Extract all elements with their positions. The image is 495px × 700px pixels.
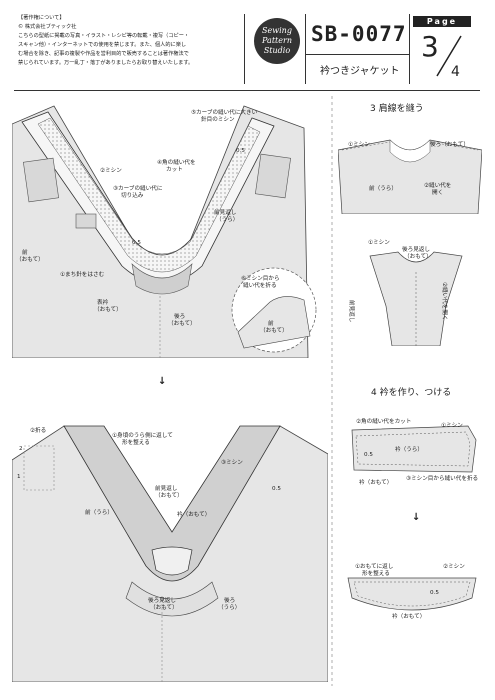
label-back: 後ろ（おもて） — [430, 142, 469, 148]
label-zoom-front: （おもて） — [260, 328, 288, 334]
page-indicator: Page 3 4 — [413, 16, 471, 82]
label-seam-allowance: 0.5 — [272, 486, 281, 492]
label-corner-cut: ②角の縫い代をカット — [356, 419, 412, 425]
label-back: （おもて） — [168, 321, 196, 327]
label-curve-seam: ⑤カーブの縫い代に大きい — [191, 110, 258, 116]
page-slash-icon — [436, 35, 462, 77]
label-curve-seam: 針目のミシン — [201, 117, 235, 123]
product-name: 衿つきジャケット — [320, 66, 400, 77]
label-sewing: ②ミシン — [443, 564, 465, 570]
label-sewing: ③ミシン — [221, 460, 243, 466]
header-rule — [305, 54, 409, 55]
down-arrow-icon: ↓ — [412, 512, 421, 523]
label-seam-allowance: 0.5 — [236, 148, 245, 154]
label-top-collar: 表衿 — [97, 300, 109, 306]
label-turn: ①おもてに返し — [355, 564, 394, 570]
shoulder-seam-diagram — [338, 139, 482, 214]
label-sewing: ①ミシン — [348, 142, 370, 148]
label-turn: 形を整える — [122, 440, 150, 446]
label-front-facing: 前見返し — [155, 486, 178, 492]
logo-line: Pattern — [262, 36, 292, 45]
copyright-title: 【著作権について】 — [18, 15, 65, 21]
section-title: 3 肩線を縫う — [370, 104, 424, 114]
label-curve-notch: 切り込み — [121, 193, 144, 199]
label-sewing: ②ミシン — [100, 168, 122, 174]
logo-line: Sewing — [262, 26, 292, 35]
label-front-inside: 前（うら） — [85, 510, 113, 516]
label-back: （うら） — [218, 605, 241, 611]
copyright-line: こちらの型紙に掲載の写真・イラスト・レシピ等の転載・複写（コピー・ — [18, 33, 190, 39]
label-fold-seam: 縫い代を折る — [243, 283, 277, 289]
label-back-facing: 後ろ見返し — [148, 598, 176, 604]
label-zoom-front: 前 — [268, 321, 274, 327]
label-pin: ①まち針をはさむ — [60, 272, 105, 278]
label-front-facing: 前見返し — [214, 210, 237, 216]
label-back-facing: 後ろ見返し — [402, 247, 430, 253]
label-seam-allowance: 0.5 — [132, 240, 141, 246]
jacket-finished-diagram — [12, 425, 328, 682]
facing-shoulder-diagram — [369, 251, 463, 346]
brand-logo: Sewing Pattern Studio — [254, 18, 300, 64]
header-bottom-rule — [14, 90, 480, 91]
jacket-facing-diagram — [12, 105, 317, 358]
label-front: （おもて） — [16, 257, 44, 263]
label-open: ②縫い代を — [424, 183, 452, 189]
label-sewing: ①ミシン — [441, 423, 463, 429]
label-sewing: ①ミシン — [368, 240, 390, 246]
page-label: Page — [413, 16, 471, 27]
copyright-line: スキャン他）・インターネットでの使用を禁じます。また、個人的に楽し — [18, 42, 187, 48]
pattern-code: SB-0077 — [311, 22, 407, 46]
label-collar-inside: 衿（うら） — [395, 447, 423, 453]
copyright-line: © 株式会社ブティック社 — [18, 24, 77, 30]
label-fold-seam: ⑥ミシン目から — [241, 276, 280, 282]
header-divider — [409, 14, 410, 84]
page-number: 3 — [421, 30, 439, 63]
label-back: 後ろ — [174, 314, 186, 320]
label-front: 前 — [22, 250, 28, 256]
column-divider — [331, 96, 333, 686]
label-fold: ②折る — [30, 428, 47, 434]
label-dimension: 1 — [17, 474, 21, 480]
collar-finished-diagram — [347, 577, 477, 611]
label-collar: 衿（おもて） — [359, 480, 393, 486]
label-front-facing: （おもて） — [155, 493, 183, 499]
label-open: 開く — [432, 190, 444, 196]
copyright-notice: 【著作権について】 © 株式会社ブティック社 こちらの型紙に掲載の写真・イラスト… — [18, 14, 243, 68]
label-back-facing: （おもて） — [150, 605, 178, 611]
page-total: 4 — [451, 64, 460, 80]
label-open: ②縫い代を開く — [441, 282, 447, 321]
label-back: 後ろ — [224, 598, 236, 604]
logo-line: Studio — [263, 46, 291, 55]
label-corner-cut: ④角の縫い代を — [157, 160, 196, 166]
label-front-inside: 前（うら） — [369, 186, 397, 192]
label-back-facing: （おもて） — [404, 254, 432, 260]
label-front-facing: （うら） — [216, 217, 239, 223]
label-corner-cut: カット — [166, 167, 183, 173]
header-divider — [305, 14, 306, 84]
copyright-line: む場合を除き、記事の複製や作品を営利目的で販売することは著作権法で — [18, 51, 189, 57]
label-turn: ①身頃のうら側に返して — [112, 433, 173, 439]
label-fold-seam: ③ミシン目から縫い代を折る — [406, 476, 479, 482]
label-front-facing: 前見返し — [348, 300, 354, 323]
label-turn: 形を整える — [362, 571, 390, 577]
label-collar: 衿（おもて） — [177, 512, 211, 518]
label-seam-allowance: 0.5 — [364, 452, 373, 458]
label-seam-allowance: 0.5 — [430, 590, 439, 596]
collar-make-diagram — [351, 425, 477, 473]
copyright-line: 禁じられています。万一乱丁・落丁がありましたらお取り替えいたします。 — [18, 60, 194, 66]
label-top-collar: （おもて） — [94, 307, 122, 313]
label-dimension: 2 — [19, 446, 23, 452]
label-curve-notch: ③カーブの縫い代に — [113, 186, 163, 192]
section-title: 4 衿を作り、つける — [371, 388, 452, 398]
label-collar: 衿（おもて） — [392, 614, 426, 620]
header-divider — [244, 14, 245, 84]
down-arrow-icon: ↓ — [158, 376, 167, 387]
